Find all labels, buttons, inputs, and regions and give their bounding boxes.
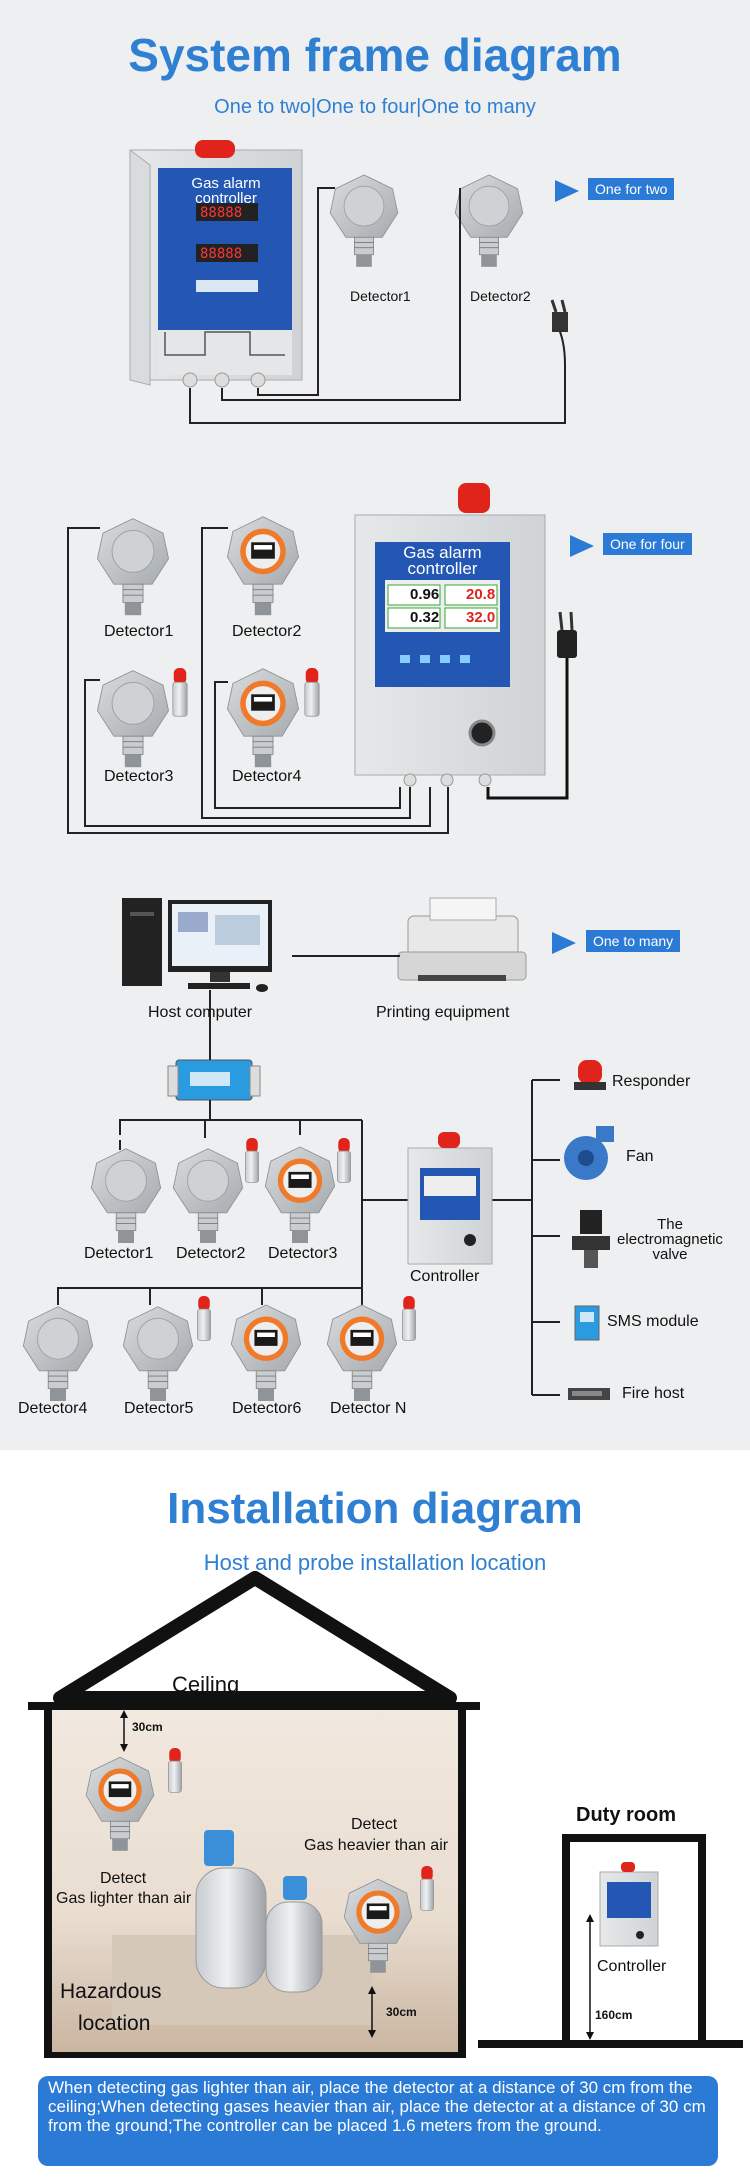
label-detector3: Detector3 (268, 1245, 338, 1262)
label-sms-module: SMS module (607, 1313, 699, 1330)
wires-one-for-two (189, 187, 566, 424)
duty-room (478, 1834, 743, 2048)
controller-one-for-four (354, 483, 546, 787)
label-duty-room: Duty room (576, 1804, 676, 1826)
label-detector3: Detector3 (104, 768, 174, 785)
label-detector2: Detector2 (232, 623, 302, 640)
label-controller-duty: Controller (597, 1958, 667, 1975)
install-title: Installation diagram (167, 1484, 583, 1533)
detector1-one-for-four (97, 518, 169, 616)
power-plug-2 (486, 611, 577, 800)
label-detector5: Detector5 (124, 1400, 194, 1417)
detector2-one-for-four (226, 516, 299, 616)
tag-one-for-four: One for four (603, 533, 692, 555)
label-detector4: Detector4 (18, 1400, 88, 1417)
frame-title: System frame diagram (128, 29, 622, 81)
sensor-probe-icon (419, 1866, 435, 1911)
host-computer-icon (122, 898, 272, 992)
label-detector4: Detector4 (232, 768, 302, 785)
gas-cylinders-icon (195, 1830, 323, 1993)
tag-one-for-two: One for two (588, 178, 675, 200)
detector1-one-to-many (90, 1148, 162, 1244)
label-detector6: Detector6 (232, 1400, 302, 1417)
controller-one-for-two: 88888 88888 (129, 140, 303, 388)
fan-icon (564, 1126, 614, 1180)
detector2-one-for-two (454, 174, 524, 268)
detector1-one-for-two (329, 174, 399, 268)
controller-one-to-many (407, 1132, 493, 1265)
label-host-computer: Host computer (148, 1004, 253, 1021)
reading-4: 32.0 (466, 609, 496, 626)
controller-title-2: Gas alarm controller (403, 543, 482, 578)
label-fan: Fan (626, 1148, 654, 1165)
printer-icon (397, 897, 527, 981)
label-detect-heavy-2: Gas heavier than air (304, 1837, 449, 1854)
tag-one-to-many: One to many (586, 930, 681, 952)
sensor-probe-icon (172, 668, 188, 717)
responder-icon (574, 1060, 606, 1090)
detector5-one-to-many (122, 1306, 194, 1402)
detector4-one-to-many (22, 1306, 94, 1402)
label-ceiling: Ceiling (172, 1672, 240, 1697)
installation-note: When detecting gas lighter than air, pla… (38, 2076, 718, 2166)
reading-3: 0.32 (410, 609, 440, 626)
label-printing-equipment: Printing equipment (376, 1004, 510, 1021)
svg-text:88888: 88888 (200, 246, 242, 262)
tag-arrow-icon (555, 180, 579, 202)
label-valve: The electromagnetic valve (617, 1216, 723, 1263)
tag-arrow-icon (552, 932, 576, 954)
reading-2: 20.8 (466, 586, 496, 603)
label-distance-controller: 160cm (595, 2008, 633, 2022)
sensor-probe-icon (244, 1138, 260, 1183)
svg-text:88888: 88888 (200, 205, 242, 221)
detector3-one-for-four (97, 670, 169, 768)
tag-arrow-icon (570, 535, 594, 557)
sensor-probe-icon (167, 1748, 183, 1793)
label-distance-bottom: 30cm (386, 2005, 417, 2019)
install-subtitle: Host and probe installation location (203, 1550, 547, 1575)
label-controller: Controller (410, 1268, 480, 1285)
label-detect-heavy-1: Detect (351, 1816, 398, 1833)
sensor-probe-icon (336, 1138, 352, 1183)
converter-module-icon (167, 1059, 261, 1101)
bus-lines (57, 990, 560, 1396)
label-detect-light-2: Gas lighter than air (56, 1890, 192, 1907)
sms-module-icon (574, 1305, 600, 1341)
power-plug-1 (550, 299, 568, 366)
label-hazard-2: location (78, 2012, 151, 2035)
valve-icon (572, 1210, 610, 1268)
detector3-one-to-many (264, 1146, 336, 1244)
detector2-one-to-many (172, 1148, 244, 1244)
detectorN-one-to-many (326, 1304, 398, 1402)
controller-title-1: Gas alarm controller (191, 175, 261, 207)
sensor-probe-icon (304, 668, 320, 717)
label-detectorN: Detector N (330, 1400, 407, 1417)
label-responder: Responder (612, 1073, 691, 1090)
frame-subtitle: One to two|One to four|One to many (214, 96, 536, 118)
sensor-probe-icon (401, 1296, 417, 1341)
label-detector2: Detector2 (176, 1245, 246, 1262)
sensor-probe-icon (196, 1296, 212, 1341)
detector4-one-for-four (226, 668, 299, 768)
label-fire-host: Fire host (622, 1385, 685, 1402)
label-detector1: Detector1 (350, 288, 411, 304)
fire-host-icon (568, 1388, 610, 1400)
label-hazard-1: Hazardous (60, 1980, 162, 2003)
label-detector2: Detector2 (470, 288, 531, 304)
label-detect-light-1: Detect (100, 1870, 147, 1887)
label-detector1: Detector1 (104, 623, 174, 640)
detector6-one-to-many (230, 1304, 302, 1402)
wires-one-for-four (67, 527, 449, 834)
label-detector1: Detector1 (84, 1245, 154, 1262)
reading-1: 0.96 (410, 586, 440, 603)
label-distance-top: 30cm (132, 1720, 163, 1734)
